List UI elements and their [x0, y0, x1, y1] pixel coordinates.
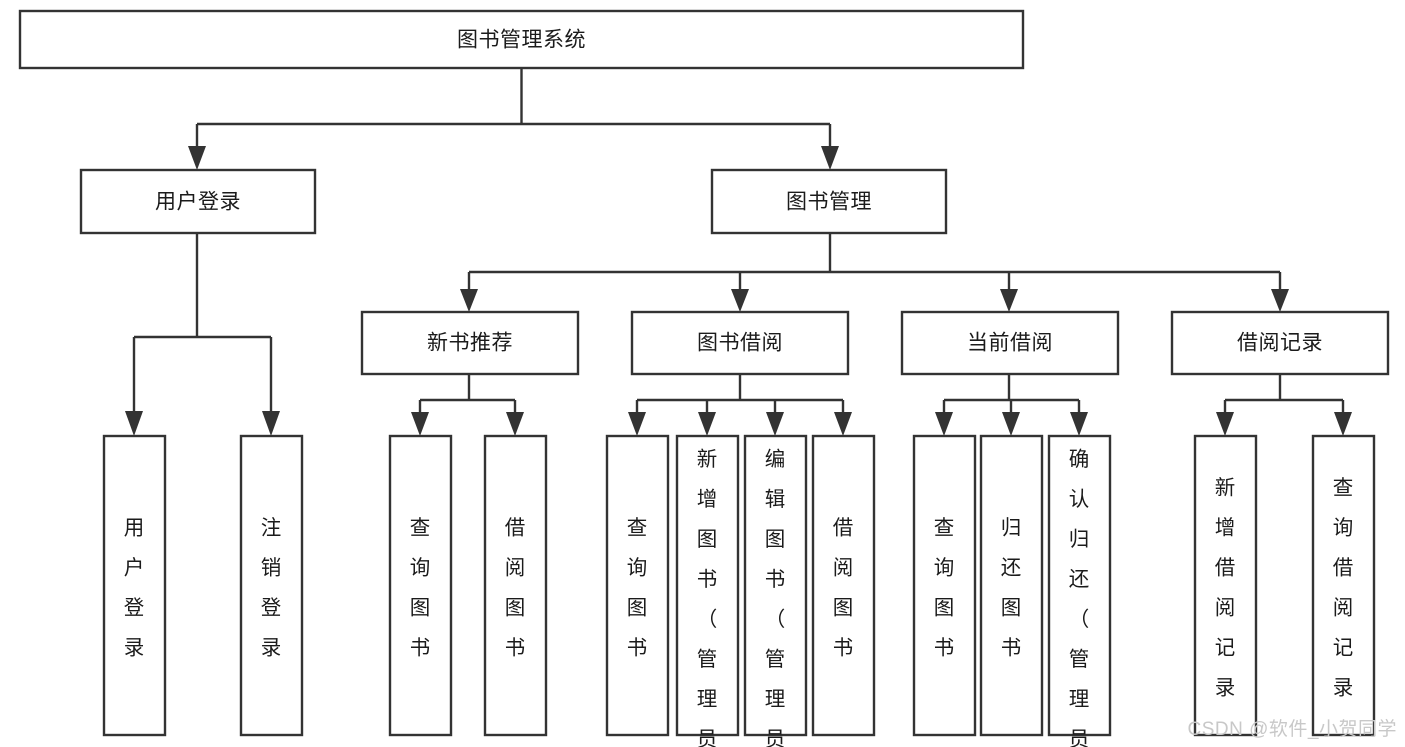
node-borrow-record[interactable]: 借阅记录 [1170, 310, 1390, 376]
node-new-book-recommend[interactable]: 新书推荐 [360, 310, 580, 376]
node-current-borrow[interactable]: 当前借阅 [900, 310, 1120, 376]
arrow-icon-leaf-query-book-1 [411, 412, 429, 436]
leaf-user-login-label: 用户登录 [124, 516, 145, 659]
arrowheads-layer [125, 146, 1352, 436]
leaf-borrow-book-1[interactable]: 借阅图书 [483, 434, 548, 737]
leaf-add-book-label: 新增图书（管理员） [697, 448, 718, 747]
arrow-icon-leaf-borrow-book-2 [834, 412, 852, 436]
arrow-icon-new-book-recommend [460, 289, 478, 312]
leaf-query-book-2[interactable]: 查询图书 [605, 434, 670, 737]
node-user-login[interactable]: 用户登录 [79, 168, 317, 235]
leaf-borrow-book-1-box[interactable] [483, 434, 548, 737]
node-user-login-box[interactable] [79, 168, 317, 235]
leaf-query-book-1[interactable]: 查询图书 [388, 434, 453, 737]
node-new-book-recommend-box[interactable] [360, 310, 580, 376]
arrow-icon-book-management [821, 146, 839, 170]
leaf-user-login-box[interactable] [102, 434, 167, 737]
leaf-query-book-3-label: 查询图书 [934, 516, 955, 659]
leaf-logout-login[interactable]: 注销登录 [239, 434, 304, 737]
leaf-query-book-3-box[interactable] [912, 434, 977, 737]
leaf-edit-book[interactable]: 编辑图书（管理员） [743, 434, 808, 747]
leaf-query-record[interactable]: 查询借阅记录 [1311, 434, 1376, 737]
csdn-watermark: CSDN @软件_小贺同学 [1187, 719, 1397, 740]
leaf-query-book-2-label: 查询图书 [627, 516, 648, 659]
arrow-icon-leaf-confirm-return [1070, 412, 1088, 436]
arrow-icon-current-borrow [1000, 289, 1018, 312]
node-root-label: 图书管理系统 [457, 29, 586, 52]
leaf-query-book-1-box[interactable] [388, 434, 453, 737]
leaf-return-book[interactable]: 归还图书 [979, 434, 1044, 737]
leaf-edit-book-label: 编辑图书（管理员） [765, 448, 786, 747]
node-borrow-record-box[interactable] [1170, 310, 1390, 376]
leaf-user-login[interactable]: 用户登录 [102, 434, 167, 737]
arrow-icon-book-borrow [731, 289, 749, 312]
arrow-icon-leaf-return-book [1002, 412, 1020, 436]
leaf-return-book-label: 归还图书 [1001, 516, 1022, 659]
leaf-add-record-label: 新增借阅记录 [1215, 476, 1236, 699]
arrow-icon-leaf-borrow-book-1 [506, 412, 524, 436]
leaf-query-book-2-box[interactable] [605, 434, 670, 737]
arrow-icon-leaf-query-book-2 [628, 412, 646, 436]
leaf-borrow-book-1-label: 借阅图书 [505, 516, 526, 659]
connectors-layer [132, 68, 1345, 412]
node-book-management-label: 图书管理 [786, 191, 872, 214]
arrow-icon-leaf-user-login [125, 411, 143, 436]
leaf-query-book-3[interactable]: 查询图书 [912, 434, 977, 737]
arrow-icon-leaf-add-book [698, 412, 716, 436]
arrow-icon-leaf-query-record [1334, 412, 1352, 436]
node-borrow-record-label: 借阅记录 [1237, 332, 1323, 355]
node-book-borrow-box[interactable] [630, 310, 850, 376]
leaf-query-record-box[interactable] [1311, 434, 1376, 737]
arrow-icon-user-login [188, 146, 206, 170]
leaf-logout-login-label: 注销登录 [261, 516, 282, 659]
leaf-confirm-return[interactable]: 确认归还（管理员） [1047, 434, 1112, 747]
node-book-borrow[interactable]: 图书借阅 [630, 310, 850, 376]
node-book-borrow-label: 图书借阅 [697, 332, 783, 355]
node-new-book-recommend-label: 新书推荐 [427, 332, 513, 355]
leaf-confirm-return-box[interactable] [1047, 434, 1112, 737]
leaf-logout-login-box[interactable] [239, 434, 304, 737]
leaf-query-record-label: 查询借阅记录 [1333, 476, 1354, 699]
node-root[interactable]: 图书管理系统 [18, 9, 1025, 70]
node-root-box[interactable] [18, 9, 1025, 70]
leaf-query-book-1-label: 查询图书 [410, 516, 431, 659]
node-book-management-box[interactable] [710, 168, 948, 235]
leaf-edit-book-box[interactable] [743, 434, 808, 737]
arrow-icon-leaf-query-book-3 [935, 412, 953, 436]
arrow-icon-borrow-record [1271, 289, 1289, 312]
leaf-add-book[interactable]: 新增图书（管理员） [675, 434, 740, 747]
node-book-management[interactable]: 图书管理 [710, 168, 948, 235]
leaf-add-record[interactable]: 新增借阅记录 [1193, 434, 1258, 737]
leaf-add-book-box[interactable] [675, 434, 740, 737]
leaf-borrow-book-2-box[interactable] [811, 434, 876, 737]
leaf-borrow-book-2-label: 借阅图书 [833, 516, 854, 659]
arrow-icon-leaf-add-record [1216, 412, 1234, 436]
leaf-return-book-box[interactable] [979, 434, 1044, 737]
leaf-add-record-box[interactable] [1193, 434, 1258, 737]
leaf-borrow-book-2[interactable]: 借阅图书 [811, 434, 876, 737]
node-user-login-label: 用户登录 [155, 191, 241, 214]
arrow-icon-leaf-logout-login [262, 411, 280, 436]
arrow-icon-leaf-edit-book [766, 412, 784, 436]
node-current-borrow-box[interactable] [900, 310, 1120, 376]
leaf-confirm-return-label: 确认归还（管理员） [1069, 448, 1090, 747]
node-current-borrow-label: 当前借阅 [967, 332, 1053, 355]
